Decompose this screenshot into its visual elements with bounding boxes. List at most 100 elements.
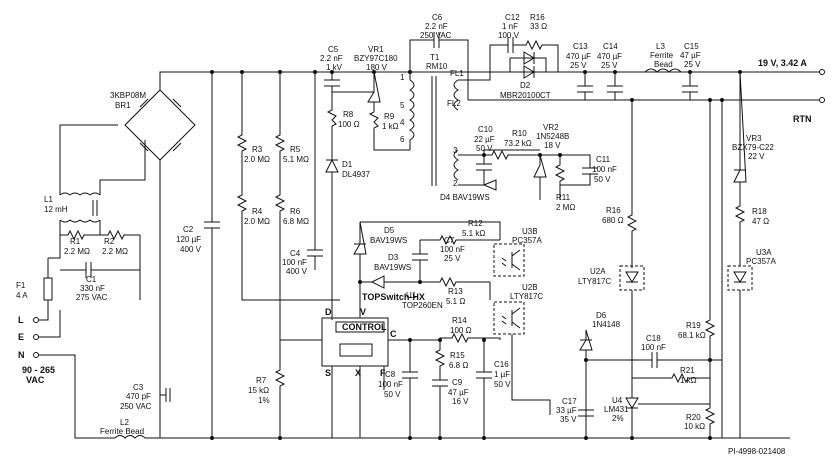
svg-text:FL1: FL1 <box>450 69 464 78</box>
d5-val: BAV19WS <box>370 236 407 245</box>
svg-text:S: S <box>325 368 331 378</box>
r4-ref: R4 <box>252 207 263 216</box>
d6-val: 1N4148 <box>592 320 621 329</box>
c6-v1: 2.2 nF <box>425 22 448 31</box>
c11-ref: C11 <box>596 155 611 164</box>
svg-text:C2: C2 <box>183 225 194 234</box>
ic-u1-topswitch: CONTROL TOPSwitch-HX U1 TOP260EN D V C S… <box>321 291 443 378</box>
c7-ref: C7 <box>444 236 455 245</box>
svg-text:330 nF: 330 nF <box>80 284 105 293</box>
c17-v2: 35 V <box>560 415 577 424</box>
svg-text:U3A: U3A <box>756 248 772 257</box>
output-return-label: RTN <box>793 114 812 124</box>
vr2-val: 1N5248B <box>536 132 569 141</box>
c4-v2: 400 V <box>286 267 308 276</box>
r7-ref: R7 <box>256 376 267 385</box>
svg-text:3: 3 <box>453 146 458 155</box>
svg-text:CONTROL: CONTROL <box>342 322 387 332</box>
r7-val: 15 kΩ <box>248 386 269 395</box>
svg-text:LTY817C: LTY817C <box>510 292 543 301</box>
capacitor-c1: C1 330 nF 275 VAC <box>60 262 140 302</box>
svg-text:C1: C1 <box>86 275 97 284</box>
input-unit-label: VAC <box>26 375 45 385</box>
r5-ref: R5 <box>290 145 301 154</box>
c7-v1: 100 nF <box>440 245 465 254</box>
r12-ref: R12 <box>468 219 483 228</box>
svg-text:2: 2 <box>453 179 458 188</box>
c17-v1: 33 µF <box>556 406 577 415</box>
svg-text:MBR20100CT: MBR20100CT <box>500 91 551 100</box>
inductor-l2: L2 Ferrite Bead <box>100 418 160 439</box>
bridge-rectifier-br1: 3KBP08M BR1 <box>110 89 196 161</box>
svg-text:D2: D2 <box>520 81 531 90</box>
r9-ref: R9 <box>384 112 395 121</box>
svg-text:6: 6 <box>400 135 405 144</box>
r18-val: 47 Ω <box>752 217 769 226</box>
choke-l1: L1 12 mH <box>44 192 101 223</box>
svg-text:4: 4 <box>400 118 405 127</box>
svg-text:12 mH: 12 mH <box>44 205 68 214</box>
fuse-f1: F1 4 A <box>16 258 53 301</box>
r5-val: 5.1 MΩ <box>283 155 309 164</box>
vr2-ref: VR2 <box>543 123 559 132</box>
terminal-e-label: E <box>18 332 24 342</box>
c14-v1: 470 µF <box>597 52 622 61</box>
capacitor-c3: C3 470 pF 250 VAC <box>120 383 171 411</box>
svg-text:PC357A: PC357A <box>746 257 776 266</box>
c18-val: 100 nF <box>641 343 666 352</box>
r14-val: 100 Ω <box>450 326 472 335</box>
r19-ref: R19 <box>686 321 701 330</box>
svg-text:FL2: FL2 <box>447 99 461 108</box>
svg-text:U2A: U2A <box>590 267 606 276</box>
svg-text:U2B: U2B <box>522 283 538 292</box>
r21-val: 1 kΩ <box>680 376 697 385</box>
c13-ref: C13 <box>573 42 588 51</box>
r14-ref: R14 <box>452 316 467 325</box>
document-id: PI-4998-021408 <box>728 447 786 456</box>
l3-v2: Bead <box>654 60 673 69</box>
vr1-val: BZY97C180 <box>354 54 398 63</box>
c12-v2: 100 V <box>498 31 520 40</box>
diode-d2: D2 MBR20100CT <box>500 51 551 100</box>
c15-v2: 25 V <box>684 60 701 69</box>
r3-val: 2.0 MΩ <box>244 155 270 164</box>
svg-text:275 VAC: 275 VAC <box>76 293 108 302</box>
svg-text:LTY817C: LTY817C <box>578 277 611 286</box>
c8-v2: 50 V <box>384 390 401 399</box>
r19-val: 68.1 kΩ <box>678 331 706 340</box>
svg-text:LM431: LM431 <box>604 405 629 414</box>
c4-ref: C4 <box>290 249 301 258</box>
svg-text:F: F <box>380 368 386 378</box>
c8-v1: 100 nF <box>378 380 403 389</box>
opto-u2b: U2B LTY817C <box>493 283 543 335</box>
vr3-val: BZX79-C22 <box>732 143 774 152</box>
r10-val: 73.2 kΩ <box>504 139 532 148</box>
c14-ref: C14 <box>603 42 618 51</box>
r4-val: 2.0 MΩ <box>244 217 270 226</box>
c5-ref: C5 <box>328 45 339 54</box>
c10-v2: 50 V <box>476 144 493 153</box>
svg-text:1: 1 <box>400 73 405 82</box>
c10-ref: C10 <box>478 125 493 134</box>
c15-ref: C15 <box>684 42 699 51</box>
c16-v1: 1 µF <box>494 370 510 379</box>
svg-text:Ferrite Bead: Ferrite Bead <box>100 427 144 436</box>
r20-ref: R20 <box>686 413 701 422</box>
c16-v2: 50 V <box>494 380 511 389</box>
svg-text:2.2 MΩ: 2.2 MΩ <box>102 247 128 256</box>
r8-val: 100 Ω <box>338 120 360 129</box>
c9-v2: 16 V <box>452 397 469 406</box>
r11-val: 2 MΩ <box>556 203 575 212</box>
u1-name: TOPSwitch-HX <box>362 292 425 302</box>
capacitor-c2: C2 120 µF 400 V <box>176 72 220 438</box>
output-voltage-label: 19 V, 3.42 A <box>758 58 807 68</box>
d1-ref: D1 <box>342 160 353 169</box>
c16-ref: C16 <box>494 360 509 369</box>
r7-tol: 1% <box>258 396 270 405</box>
svg-text:2.2 MΩ: 2.2 MΩ <box>64 247 90 256</box>
r21-ref: R21 <box>680 366 695 375</box>
c4-v1: 100 nF <box>282 258 307 267</box>
resistor-r1: R1 2.2 MΩ <box>60 229 100 256</box>
svg-text:C: C <box>390 329 397 339</box>
